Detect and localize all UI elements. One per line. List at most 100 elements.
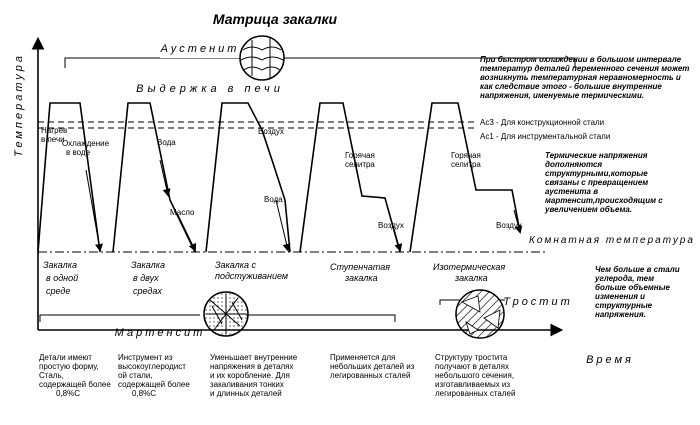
- svg-text:средах: средах: [133, 286, 162, 296]
- method-single-medium: Закалка в одной среде: [43, 260, 78, 296]
- svg-text:структурными,которые: структурными,которые: [545, 169, 648, 178]
- description-4: Применяется для небольших деталей из лег…: [330, 353, 415, 380]
- svg-text:мартенсит,происходящим с: мартенсит,происходящим с: [545, 196, 663, 205]
- svg-text:подстуживанием: подстуживанием: [215, 271, 288, 281]
- svg-text:и их коробление. Для: и их коробление. Для: [210, 371, 290, 380]
- troostite-structure-icon: [455, 289, 505, 339]
- page-title: Матрица закалки: [213, 11, 338, 27]
- svg-text:получают в деталях: получают в деталях: [435, 362, 509, 371]
- x-axis-label: Время: [586, 354, 634, 366]
- label-air2: Воздух: [378, 221, 404, 230]
- svg-text:Термические напряжения: Термические напряжения: [545, 151, 648, 160]
- description-3: Уменьшает внутренние напряжения в деталя…: [210, 353, 298, 398]
- svg-text:напряжения в деталях: напряжения в деталях: [210, 362, 293, 371]
- svg-text:в двух: в двух: [133, 273, 159, 283]
- method-precooling: Закалка с подстуживанием: [215, 260, 288, 281]
- svg-text:изменения и: изменения и: [595, 292, 645, 301]
- svg-text:среде: среде: [46, 286, 70, 296]
- svg-text:возникнуть температурная нерав: возникнуть температурная неравномерность…: [480, 73, 681, 82]
- ac1-label: Ac1 - Для инструментальной стали: [480, 132, 610, 141]
- svg-text:содержащей более: содержащей более: [118, 380, 190, 389]
- svg-text:аустенита в: аустенита в: [545, 187, 598, 196]
- svg-text:Горячая: Горячая: [345, 151, 375, 160]
- curve-single-medium: [37, 102, 103, 253]
- svg-text:закалка: закалка: [454, 273, 488, 283]
- svg-text:напряжения.: напряжения.: [595, 310, 646, 319]
- description-2: Инструмент из высокоуглеродист ой стали,…: [118, 353, 190, 398]
- austenite-label: Аустенит: [160, 43, 240, 55]
- svg-text:температур деталей переменного: температур деталей переменного сечения м…: [480, 64, 689, 73]
- svg-text:углерода, тем: углерода, тем: [594, 274, 654, 283]
- ac3-label: Ac3 - Для конструкционной стали: [480, 118, 604, 127]
- label-water-cooling: Охлаждение в воде: [62, 139, 110, 157]
- svg-text:Нагрев: Нагрев: [41, 126, 67, 135]
- austenite-bracket: [64, 57, 576, 68]
- label-oil: Масло: [170, 208, 195, 217]
- svg-text:Инструмент из: Инструмент из: [118, 353, 173, 362]
- svg-text:Детали имеют: Детали имеют: [39, 353, 92, 362]
- svg-text:0,8%С: 0,8%С: [56, 389, 80, 398]
- label-air3: Воздух: [496, 221, 522, 230]
- note-3: Чем больше в стали углерода, тем больше …: [594, 265, 680, 319]
- austenite-structure-icon: [239, 35, 285, 81]
- svg-text:легированных сталей: легированных сталей: [435, 389, 515, 398]
- note-1: При быстром охлаждении в большом интерва…: [480, 55, 689, 100]
- svg-text:структурные: структурные: [595, 301, 653, 310]
- svg-text:Ступенчатая: Ступенчатая: [330, 262, 390, 272]
- svg-text:0,8%С: 0,8%С: [132, 389, 156, 398]
- svg-text:как следствие этого - большие: как следствие этого - большие внутренние: [480, 82, 662, 91]
- curve-two-media: [112, 102, 196, 253]
- label-water2: Вода: [264, 195, 283, 204]
- svg-text:Чем больше в стали: Чем больше в стали: [595, 265, 680, 274]
- hold-label: Выдержка в печи: [136, 83, 284, 95]
- svg-text:изготавливаемых из: изготавливаемых из: [435, 380, 510, 389]
- martensite-structure-icon: [203, 291, 249, 337]
- svg-text:содержащей более: содержащей более: [39, 380, 111, 389]
- svg-text:селитра: селитра: [451, 160, 481, 169]
- svg-text:Горячая: Горячая: [451, 151, 481, 160]
- curve-step: [299, 102, 403, 253]
- curve-isothermal: [409, 102, 523, 253]
- note-2: Термические напряжения дополняются струк…: [544, 151, 663, 214]
- svg-text:Применяется для: Применяется для: [330, 353, 395, 362]
- svg-text:ой стали,: ой стали,: [118, 371, 153, 380]
- room-temp-label: Комнатная температура: [529, 235, 695, 246]
- svg-text:закаливания тонких: закаливания тонких: [210, 380, 284, 389]
- troostite-bracket: [439, 299, 505, 305]
- svg-text:в печи: в печи: [41, 135, 65, 144]
- svg-text:Сталь,: Сталь,: [39, 371, 64, 380]
- svg-text:связаны с превращением: связаны с превращением: [545, 178, 648, 187]
- curve-precooling: [205, 102, 291, 253]
- svg-text:Изотермическая: Изотермическая: [433, 262, 505, 272]
- troostite-label: Тростит: [503, 296, 573, 308]
- method-step: Ступенчатая закалка: [330, 262, 390, 283]
- svg-text:напряжения, именуемые термичес: напряжения, именуемые термическими.: [480, 91, 644, 100]
- svg-text:в одной: в одной: [46, 273, 78, 283]
- svg-text:закалка: закалка: [344, 273, 378, 283]
- svg-text:Закалка с: Закалка с: [215, 260, 257, 270]
- method-isothermal: Изотермическая закалка: [433, 262, 505, 283]
- svg-text:Уменьшает внутренние: Уменьшает внутренние: [210, 353, 298, 362]
- svg-text:в воде: в воде: [66, 148, 91, 157]
- description-5: Структуру тростита получают в деталях не…: [435, 353, 515, 398]
- svg-text:дополняются: дополняются: [545, 160, 602, 169]
- svg-text:легированных сталей: легированных сталей: [330, 371, 410, 380]
- martensite-bracket: [39, 314, 396, 322]
- svg-text:простую форму,: простую форму,: [39, 362, 99, 371]
- label-air: Воздух: [258, 127, 284, 136]
- svg-text:При быстром охлаждении в больш: При быстром охлаждении в большом интерва…: [480, 55, 682, 64]
- svg-text:высокоуглеродист: высокоуглеродист: [118, 362, 186, 371]
- method-two-media: Закалка в двух средах: [131, 260, 165, 296]
- martensite-label: Мартенсит: [115, 327, 206, 339]
- svg-text:увеличением объема.: увеличением объема.: [544, 205, 632, 214]
- label-hot-saltpeter: Горячая селитра: [345, 151, 375, 169]
- svg-text:селитра: селитра: [345, 160, 375, 169]
- label-water: Вода: [157, 138, 176, 147]
- svg-text:больше объемные: больше объемные: [595, 283, 670, 292]
- svg-text:Охлаждение: Охлаждение: [62, 139, 110, 148]
- description-1: Детали имеют простую форму, Сталь, содер…: [39, 353, 111, 398]
- svg-text:Закалка: Закалка: [43, 260, 77, 270]
- y-axis-label: Температура: [13, 53, 25, 157]
- svg-text:Закалка: Закалка: [131, 260, 165, 270]
